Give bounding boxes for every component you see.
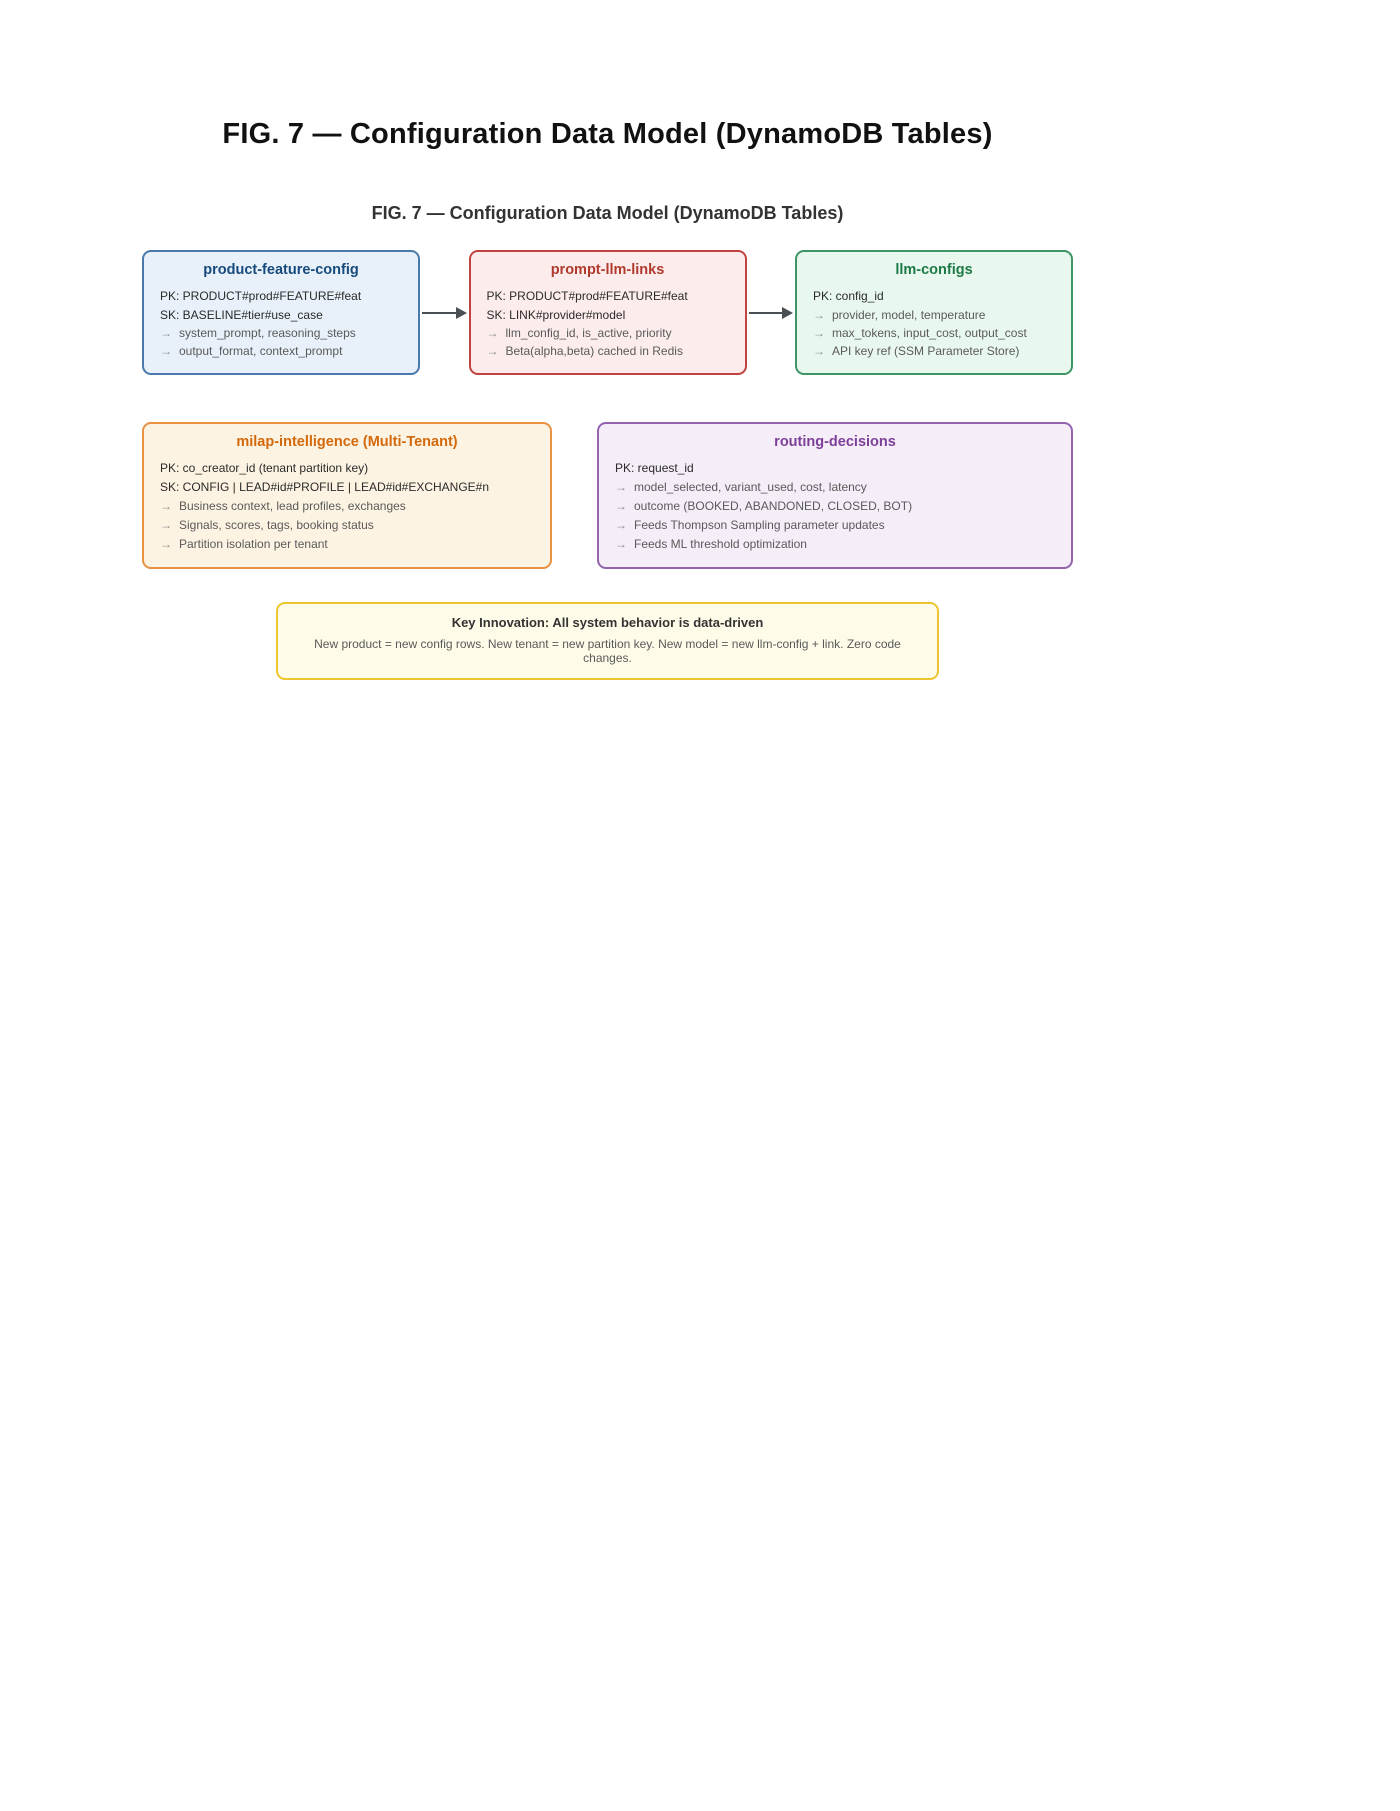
attr-text: llm_config_id, is_active, priority — [505, 326, 672, 340]
attr-text: model_selected, variant_used, cost, late… — [634, 480, 867, 494]
table-card-milap-intelligence: milap-intelligence (Multi-Tenant) PK: co… — [142, 422, 552, 569]
table-card-routing-decisions: routing-decisions PK: request_id → model_… — [597, 422, 1073, 569]
table-key-line: SK: CONFIG | LEAD#id#PROFILE | LEAD#id#E… — [160, 480, 490, 494]
table-title: product-feature-config — [203, 262, 359, 278]
flow-arrow — [420, 305, 469, 321]
attr-text: Partition isolation per tenant — [179, 537, 328, 551]
table-attr-line: → Feeds ML threshold optimization — [615, 535, 1055, 554]
note-body: New product = new config rows. New tenan… — [314, 637, 901, 665]
table-attr-line: → provider, model, temperature — [813, 306, 1055, 324]
arrow-bullet-icon: → — [615, 499, 627, 513]
table-key-line: PK: co_creator_id (tenant partition key) — [160, 461, 369, 475]
table-row-bottom: milap-intelligence (Multi-Tenant) PK: co… — [142, 422, 1073, 569]
arrow-bullet-icon: → — [615, 537, 627, 551]
table-card-llm-configs: llm-configs PK: config_id → provider, mod… — [795, 250, 1073, 375]
arrow-line — [422, 311, 456, 314]
table-attr-line: → system_prompt, reasoning_steps — [160, 324, 402, 342]
attr-text: Signals, scores, tags, booking status — [179, 518, 374, 532]
arrow-bullet-icon: → — [160, 344, 172, 358]
table-key-line: SK: BASELINE#tier#use_case — [160, 307, 323, 322]
arrow-bullet-icon: → — [486, 326, 499, 340]
attr-text: Feeds Thompson Sampling parameter update… — [634, 518, 885, 532]
arrow-head-icon — [455, 306, 467, 319]
table-attr-line: → output_format, context_prompt — [160, 342, 402, 360]
table-attr-line: → Business context, lead profiles, exchan… — [160, 497, 534, 516]
table-attr-line: → outcome (BOOKED, ABANDONED, CLOSED, BOT… — [615, 497, 1055, 516]
attr-text: Business context, lead profiles, exchang… — [179, 499, 406, 513]
table-key-line: PK: PRODUCT#prod#FEATURE#feat — [160, 289, 362, 303]
flow-arrow — [747, 305, 796, 321]
table-title: routing-decisions — [774, 434, 896, 450]
table-key-line: PK: config_id — [813, 289, 884, 303]
table-attr-line: → Feeds Thompson Sampling parameter updat… — [615, 516, 1055, 535]
table-title: prompt-llm-links — [550, 262, 665, 278]
arrow-bullet-icon: → — [615, 480, 627, 494]
table-attr-line: → Signals, scores, tags, booking status — [160, 516, 534, 535]
table-card-product-feature-config: product-feature-config PK: PRODUCT#prod#… — [142, 250, 420, 375]
attr-text: output_format, context_prompt — [179, 344, 343, 358]
arrow-bullet-icon: → — [813, 325, 825, 340]
arrow-bullet-icon: → — [813, 307, 825, 322]
table-attr-line: → llm_config_id, is_active, priority — [487, 324, 729, 342]
table-attr-line: → Partition isolation per tenant — [160, 535, 534, 554]
arrow-head-icon — [782, 306, 793, 319]
table-row-top: product-feature-config PK: PRODUCT#prod#… — [142, 250, 1073, 375]
arrow-bullet-icon: → — [160, 518, 172, 532]
note-title: Key Innovation: All system behavior is d… — [451, 615, 764, 630]
figure-subtitle: FIG. 7 — Configuration Data Model (Dynam… — [371, 203, 844, 223]
table-key-line: SK: LINK#provider#model — [486, 307, 626, 322]
table-title: llm-configs — [895, 262, 973, 278]
attr-text: outcome (BOOKED, ABANDONED, CLOSED, BOT) — [634, 499, 913, 513]
attr-text: max_tokens, input_cost, output_cost — [832, 325, 1027, 340]
table-card-prompt-llm-links: prompt-llm-links PK: PRODUCT#prod#FEATUR… — [468, 250, 747, 375]
table-title: milap-intelligence (Multi-Tenant) — [236, 434, 458, 450]
table-attr-line: → Beta(alpha,beta) cached in Redis — [487, 342, 729, 360]
table-key-line: PK: PRODUCT#prod#FEATURE#feat — [486, 289, 688, 303]
figure-title: FIG. 7 — Configuration Data Model (Dynam… — [222, 118, 993, 150]
key-innovation-note: Key Innovation: All system behavior is d… — [276, 602, 939, 680]
attr-text: API key ref (SSM Parameter Store) — [832, 343, 1020, 358]
table-attr-line: → API key ref (SSM Parameter Store) — [813, 342, 1055, 360]
arrow-bullet-icon: → — [160, 326, 172, 340]
arrow-bullet-icon: → — [160, 499, 172, 513]
arrow-line — [748, 311, 782, 314]
figure-canvas: FIG. 7 — Configuration Data Model (Dynam… — [142, 0, 1073, 680]
attr-text: provider, model, temperature — [832, 307, 986, 322]
table-attr-line: → max_tokens, input_cost, output_cost — [813, 324, 1055, 342]
arrow-bullet-icon: → — [615, 518, 627, 532]
attr-text: Beta(alpha,beta) cached in Redis — [505, 344, 683, 358]
arrow-bullet-icon: → — [486, 344, 499, 358]
arrow-bullet-icon: → — [813, 343, 825, 358]
attr-text: Feeds ML threshold optimization — [634, 537, 807, 551]
arrow-bullet-icon: → — [160, 537, 172, 551]
attr-text: system_prompt, reasoning_steps — [179, 326, 356, 340]
table-key-line: PK: request_id — [615, 461, 694, 475]
table-attr-line: → model_selected, variant_used, cost, lat… — [615, 478, 1055, 497]
